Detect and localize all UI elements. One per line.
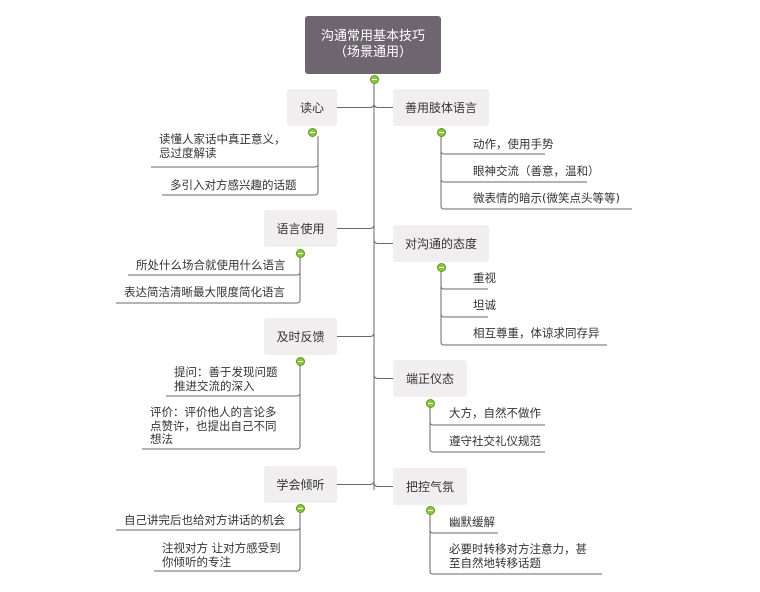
subtopic-text-line: 至自然地转移话题 <box>449 555 541 570</box>
subtopic-text-line: 必要时转移对方注意力，甚 <box>449 542 587 556</box>
root-subtitle: （场景通用） <box>333 45 412 60</box>
subtopic-text-line: 评价：评价他人的言论多 <box>150 405 277 419</box>
topic-collapse-toggle[interactable] <box>307 127 317 137</box>
subtopic-item[interactable]: 重视 <box>473 271 496 286</box>
subtopic-underline <box>116 526 301 531</box>
subtopic-underline <box>128 271 301 276</box>
subtopic-item[interactable]: 眼神交流（善意，温和） <box>473 164 600 179</box>
subtopic-item[interactable]: 自己讲完后也给对方讲话的机会 <box>124 513 285 528</box>
subtopic-underline <box>440 178 587 183</box>
subtopic-item[interactable]: 所处什么场合就使用什么语言 <box>136 258 286 273</box>
subtopic-text-line: 所处什么场合就使用什么语言 <box>136 258 286 272</box>
branch-connector <box>373 239 393 244</box>
subtopic-item[interactable]: 注视对方 让对方感受到你倾听的专注 <box>162 541 281 569</box>
subtopic-text-line: 重视 <box>473 271 496 285</box>
subtopic-text-line: 你倾听的专注 <box>162 554 231 569</box>
branch-connector <box>337 332 375 337</box>
root-topic[interactable]: 沟通常用基本技巧 （场景通用） <box>305 16 441 74</box>
subtopic-underline <box>440 205 632 210</box>
subtopic-underline <box>151 163 319 168</box>
subtopic-item[interactable]: 评价：评价他人的言论多点赞许，也提出自己不同想法 <box>150 405 277 447</box>
subtopic-text-line: 忌过度解读 <box>159 145 217 160</box>
root-collapse-toggle[interactable] <box>369 74 379 84</box>
subtopic-underline <box>116 299 301 304</box>
subtopic-text-line: 自己讲完后也给对方讲话的机会 <box>124 513 285 527</box>
subtopic-text-line: 微表情的暗示(微笑点头等等) <box>473 191 620 205</box>
subtopic-text-line: 推进交流的深入 <box>174 378 255 393</box>
topic-node[interactable]: 对沟通的态度 <box>393 225 489 262</box>
subtopic-text-line: 坦诚 <box>473 298 496 312</box>
subtopic-text-line: 注视对方 让对方感受到 <box>162 541 281 555</box>
subtopic-underline <box>440 341 607 346</box>
topic-collapse-toggle[interactable] <box>436 127 446 137</box>
topic-collapse-toggle[interactable] <box>425 505 435 515</box>
topic-collapse-toggle[interactable] <box>295 248 305 258</box>
subtopic-underline <box>162 191 319 196</box>
subtopic-item[interactable]: 遵守社交礼仪规范 <box>449 434 541 449</box>
topic-node[interactable]: 学会倾听 <box>264 466 337 503</box>
topic-node[interactable]: 语言使用 <box>264 210 337 247</box>
topic-node[interactable]: 及时反馈 <box>264 318 337 355</box>
subtopic-item[interactable]: 微表情的暗示(微笑点头等等) <box>473 191 620 206</box>
subtopic-underline <box>440 150 545 155</box>
topic-node[interactable]: 把控气氛 <box>393 468 467 505</box>
topic-collapse-toggle[interactable] <box>425 398 435 408</box>
subtopic-underline <box>429 529 498 534</box>
subtopic-underline <box>154 567 301 572</box>
subtopic-text-line: 表达简洁清晰最大限度简化语言 <box>124 285 285 299</box>
subtopic-text-line: 想法 <box>150 432 173 446</box>
subtopic-text-line: 提问：善于发现问题 <box>174 365 278 379</box>
branch-connector <box>373 374 393 379</box>
branch-connector <box>373 103 393 108</box>
branch-connector <box>373 482 393 487</box>
subtopic-text-line: 大方，自然不做作 <box>449 406 541 420</box>
topic-node[interactable]: 善用肢体语言 <box>393 89 489 126</box>
subtopic-item[interactable]: 幽默缓解 <box>449 515 495 530</box>
subtopic-underline <box>440 313 488 318</box>
subtopic-item[interactable]: 坦诚 <box>473 298 496 313</box>
branch-connector <box>337 224 375 229</box>
branch-connector <box>337 480 375 485</box>
topic-node[interactable]: 读心 <box>287 89 337 126</box>
subtopic-item[interactable]: 相互尊重，体谅求同存异 <box>473 326 600 341</box>
subtopic-underline <box>440 285 488 290</box>
subtopic-item[interactable]: 大方，自然不做作 <box>449 406 541 421</box>
subtopic-underline <box>429 421 545 426</box>
subtopic-text-line: 读懂人家话中真正意义， <box>159 132 286 146</box>
topic-collapse-toggle[interactable] <box>295 503 305 513</box>
topic-collapse-toggle[interactable] <box>295 356 305 366</box>
root-title: 沟通常用基本技巧 <box>320 29 425 44</box>
subtopic-underline <box>166 392 301 397</box>
subtopic-text-line: 眼神交流（善意，温和） <box>473 164 600 178</box>
subtopic-item[interactable]: 动作，使用手势 <box>473 137 554 152</box>
subtopic-item[interactable]: 表达简洁清晰最大限度简化语言 <box>124 285 285 300</box>
topic-collapse-toggle[interactable] <box>436 262 446 272</box>
branch-connector <box>337 103 375 108</box>
subtopic-underline <box>429 570 602 575</box>
topic-node[interactable]: 端正仪态 <box>393 360 467 397</box>
subtopic-underline <box>142 445 301 450</box>
subtopic-text-line: 幽默缓解 <box>449 515 495 529</box>
subtopic-underline <box>429 448 545 453</box>
subtopic-text-line: 点赞许，也提出自己不同 <box>150 418 277 433</box>
subtopic-text-line: 遵守社交礼仪规范 <box>449 434 541 448</box>
subtopic-text-line: 动作，使用手势 <box>473 137 554 151</box>
subtopic-item[interactable]: 提问：善于发现问题推进交流的深入 <box>174 365 278 393</box>
subtopic-text-line: 多引入对方感兴趣的话题 <box>170 178 297 192</box>
subtopic-text-line: 相互尊重，体谅求同存异 <box>473 326 600 340</box>
subtopic-item[interactable]: 读懂人家话中真正意义，忌过度解读 <box>159 132 286 160</box>
subtopic-item[interactable]: 必要时转移对方注意力，甚至自然地转移话题 <box>449 542 587 570</box>
subtopic-item[interactable]: 多引入对方感兴趣的话题 <box>170 178 297 193</box>
